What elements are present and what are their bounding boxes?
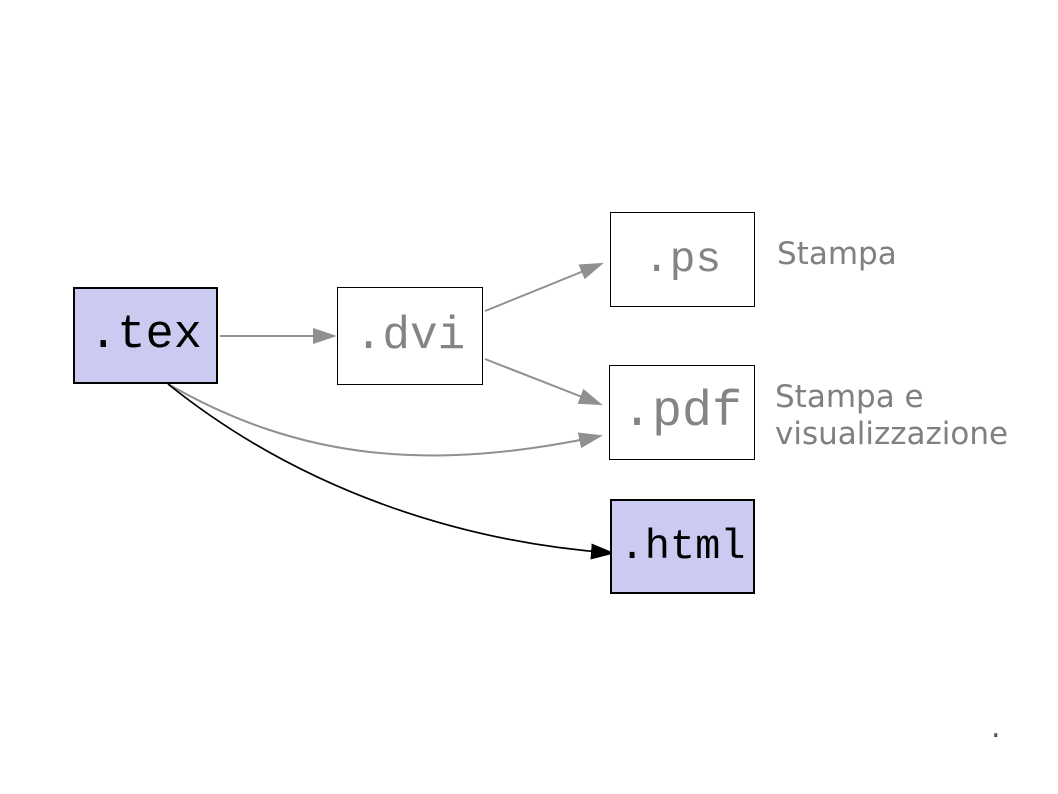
caption-stampa: Stampa: [777, 236, 897, 272]
node-html-label: .html: [619, 522, 746, 571]
node-dvi-label: .dvi: [354, 310, 466, 362]
edge-dvi-ps: [484, 262, 604, 312]
caption-stampa-visualizzazione: Stampa e visualizzazione: [775, 379, 1008, 453]
node-pdf: .pdf: [609, 365, 755, 460]
caption-stampa-visualizzazione-line1: Stampa e: [775, 379, 924, 415]
node-dvi: .dvi: [337, 287, 483, 385]
node-html: .html: [610, 499, 755, 594]
node-tex-label: .tex: [89, 309, 202, 362]
edge-tex-pdf: [167, 383, 603, 457]
caption-stampa-visualizzazione-line2: visualizzazione: [775, 416, 1009, 452]
stray-period-mark: .: [991, 710, 1001, 745]
edge-tex-html: [167, 383, 615, 560]
node-tex: .tex: [73, 287, 218, 384]
node-pdf-label: .pdf: [621, 384, 743, 441]
node-ps-label: .ps: [643, 235, 722, 284]
node-ps: .ps: [610, 212, 755, 307]
edge-dvi-pdf: [484, 358, 603, 406]
